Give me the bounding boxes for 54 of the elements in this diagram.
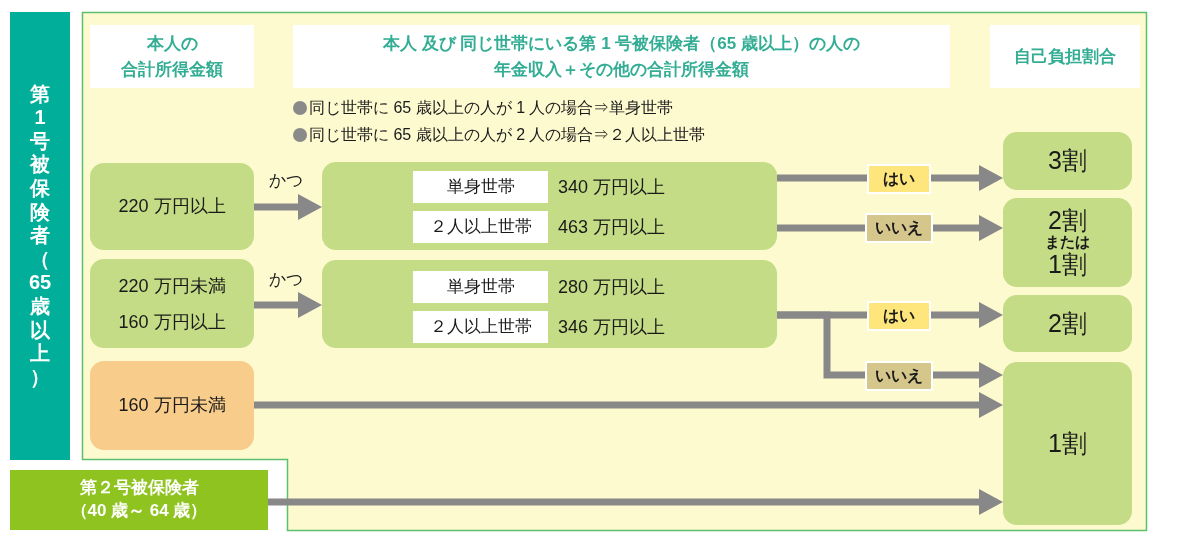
household-tag bbox=[413, 211, 548, 243]
household-text: 単身世帯 bbox=[446, 276, 515, 298]
column-header bbox=[90, 25, 254, 88]
header-text: 本人の合計所得金額 bbox=[121, 33, 223, 81]
header-text: 自己負担割合 bbox=[1014, 45, 1116, 68]
category-label: 第２号被保険者 bbox=[79, 477, 199, 500]
arrow bbox=[254, 292, 322, 318]
income-text: 160 万円以上 bbox=[118, 310, 226, 334]
ratio-box bbox=[1003, 295, 1132, 352]
household-tag bbox=[413, 311, 548, 343]
ratio-box bbox=[1003, 198, 1132, 287]
household-text: 単身世帯 bbox=[446, 176, 515, 198]
arrow bbox=[254, 194, 322, 220]
ratio-box bbox=[1003, 362, 1132, 525]
condition-box bbox=[322, 162, 777, 250]
category-band bbox=[10, 12, 70, 460]
edge-label: かつ bbox=[269, 170, 303, 192]
category-label: （40 歳～ 64 歳） bbox=[70, 500, 208, 522]
household-tag bbox=[413, 171, 548, 203]
ratio-text: 1割 bbox=[1048, 250, 1087, 279]
income-box bbox=[90, 361, 254, 450]
ratio-text: 3割 bbox=[1048, 147, 1087, 175]
edge-label: いいえ bbox=[865, 213, 933, 243]
header-text: 本人 及び 同じ世帯にいる第 1 号被保険者（65 歳以上）の人の年金収入＋その他の合計所得金額 bbox=[383, 33, 860, 81]
column-header bbox=[990, 25, 1140, 88]
arrow bbox=[254, 392, 1003, 418]
household-tag bbox=[413, 271, 548, 303]
conjunction-text: または bbox=[1045, 234, 1090, 251]
note-text: 同じ世帯に 65 歳以上の人が 1 人の場合⇒単身世帯 bbox=[309, 98, 674, 118]
income-box bbox=[90, 259, 254, 348]
ratio-text: 1割 bbox=[1048, 429, 1087, 458]
note-text: 同じ世帯に 65 歳以上の人が 2 人の場合⇒２人以上世帯 bbox=[309, 125, 706, 145]
household-text: ２人以上世帯 bbox=[429, 316, 532, 338]
income-text: 220 万円以上 bbox=[118, 195, 226, 218]
threshold-text: 463 万円以上 bbox=[558, 216, 666, 239]
column-header bbox=[293, 25, 950, 88]
category-band bbox=[10, 470, 268, 530]
income-box bbox=[90, 163, 254, 250]
condition-box bbox=[322, 260, 777, 348]
threshold-text: 340 万円以上 bbox=[558, 176, 666, 199]
arrow bbox=[268, 489, 1003, 515]
edge-label: はい bbox=[867, 301, 931, 331]
ratio-box bbox=[1003, 132, 1132, 190]
edge-label: いいえ bbox=[865, 361, 933, 391]
ratio-text: 2割 bbox=[1048, 206, 1087, 235]
income-text: 160 万円未満 bbox=[118, 394, 226, 417]
income-text: 220 万円未満 bbox=[118, 274, 226, 298]
ratio-text: 2割 bbox=[1048, 309, 1087, 338]
household-text: ２人以上世帯 bbox=[429, 216, 532, 238]
edge-label: かつ bbox=[269, 269, 303, 291]
threshold-text: 346 万円以上 bbox=[558, 316, 666, 339]
threshold-text: 280 万円以上 bbox=[558, 276, 666, 299]
edge-label: はい bbox=[867, 164, 931, 194]
category-label: 第1号被保険者（65歳以上） bbox=[27, 82, 53, 390]
